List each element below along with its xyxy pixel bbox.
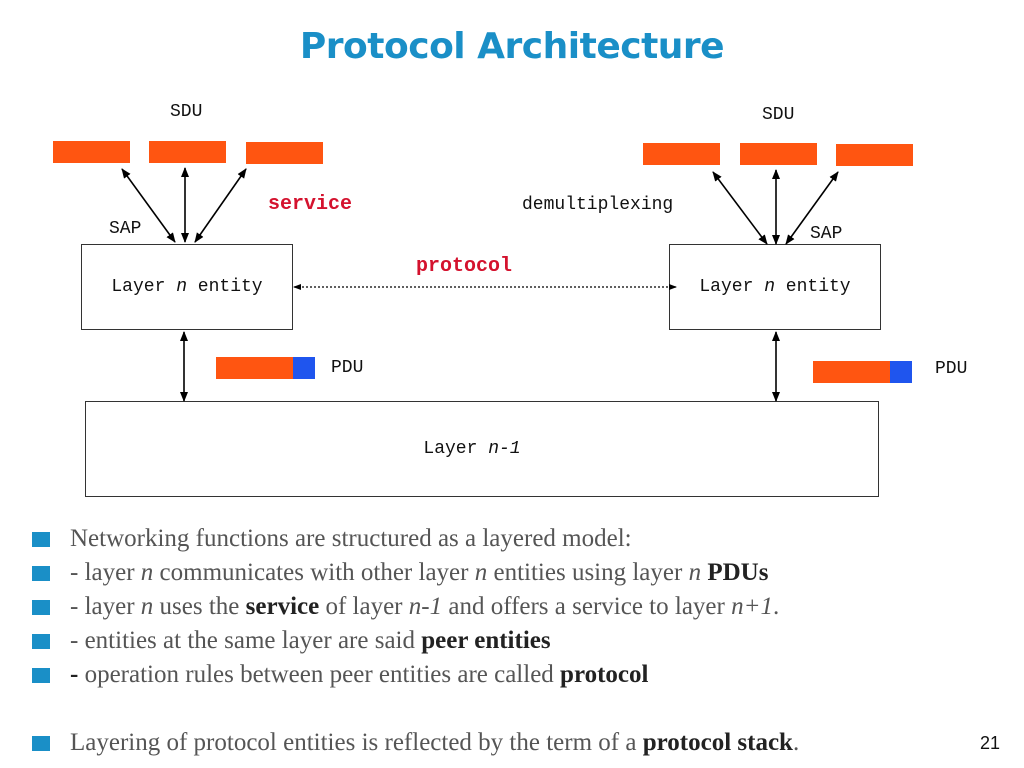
pdu-payload-left [216, 357, 293, 379]
pdu-label-left: PDU [331, 358, 364, 378]
bullet-square-icon [32, 668, 50, 683]
pdu-header-right [890, 361, 912, 383]
sdu-block-left-3 [246, 142, 323, 164]
layer-n-1-box: Layer n-1 [85, 401, 879, 497]
entity-right-n: n [764, 277, 775, 297]
service-label: service [268, 193, 353, 216]
entity-left-prefix: Layer [111, 277, 177, 297]
sap-arrow-left-1 [121, 168, 176, 243]
bullet-square-icon [32, 566, 50, 581]
sap-arrow-left-3 [194, 168, 247, 243]
bullet-item: - layer n uses the service of layer n-1 … [32, 590, 992, 624]
bullet-item: Layering of protocol entities is reflect… [32, 726, 992, 760]
protocol-label: protocol [416, 255, 513, 278]
lower-prefix: Layer [423, 439, 489, 459]
bullet-square-icon [32, 532, 50, 547]
sdu-label-right: SDU [762, 105, 795, 125]
bullet-item: - entities at the same layer are said pe… [32, 624, 992, 658]
bullet-item: - operation rules between peer entities … [32, 658, 992, 692]
lower-n: n-1 [488, 439, 521, 459]
layer-n-entity-right: Layer n entity [669, 244, 881, 330]
bullet-item: Networking functions are structured as a… [32, 522, 992, 556]
demultiplexing-label: demultiplexing [522, 195, 674, 215]
sap-arrow-right-1 [712, 171, 768, 245]
bullet-square-icon [32, 736, 50, 751]
bullet-square-icon [32, 600, 50, 615]
sdu-block-left-2 [149, 141, 226, 163]
bullet-item: - layer n communicates with other layer … [32, 556, 992, 590]
sdu-block-left-1 [53, 141, 130, 163]
slide-title: Protocol Architecture [299, 26, 725, 67]
sdu-block-right-3 [836, 144, 913, 166]
entity-right-prefix: Layer [699, 277, 765, 297]
layer-n-entity-left: Layer n entity [81, 244, 293, 330]
pdu-payload-right [813, 361, 890, 383]
entity-right-suffix: entity [775, 277, 851, 297]
entity-left-n: n [176, 277, 187, 297]
sap-arrow-right-3 [785, 171, 839, 245]
sdu-label-left: SDU [170, 102, 203, 122]
sdu-block-right-2 [740, 143, 817, 165]
page-number: 21 [980, 733, 1001, 753]
sdu-block-right-1 [643, 143, 720, 165]
bullet-list: Networking functions are structured as a… [32, 522, 992, 760]
pdu-header-left [293, 357, 315, 379]
pdu-label-right: PDU [935, 359, 968, 379]
bullet-square-icon [32, 634, 50, 649]
entity-left-suffix: entity [187, 277, 263, 297]
